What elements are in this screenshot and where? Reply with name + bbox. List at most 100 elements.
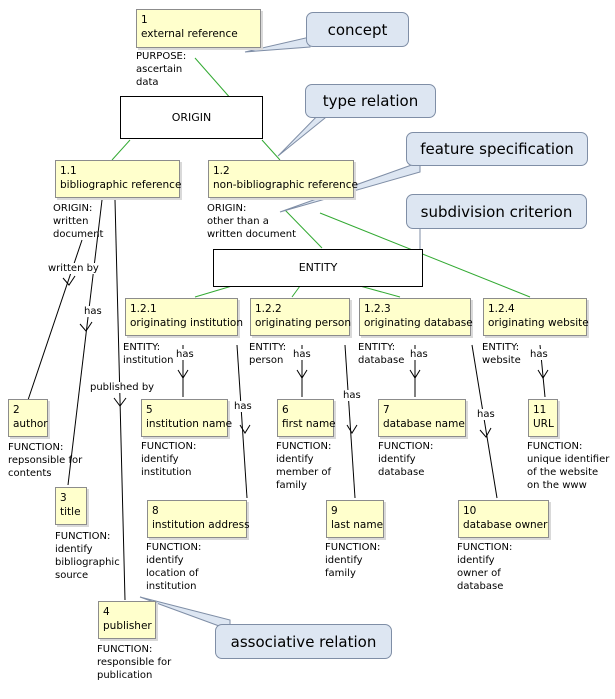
node-number: 1.2.4 bbox=[488, 303, 515, 315]
node-2: 2 author bbox=[8, 399, 48, 437]
node-note: FUNCTION: identify database bbox=[378, 441, 434, 478]
arrow-mark bbox=[296, 369, 308, 379]
callout-subdivision-criterion: subdivision criterion bbox=[406, 194, 587, 229]
node-note: FUNCTION: identify bibliographic source bbox=[55, 531, 120, 581]
callout-associative-relation: associative relation bbox=[215, 624, 392, 659]
node-note: FUNCTION: unique identifier of the websi… bbox=[527, 441, 610, 491]
node-number: 1.2.3 bbox=[364, 303, 391, 315]
node-label: originating website bbox=[488, 317, 589, 329]
node-label: bibliographic reference bbox=[60, 179, 182, 191]
node-5: 5 institution name bbox=[141, 399, 233, 437]
node-label: author bbox=[13, 418, 48, 430]
node-note: ORIGIN: written document bbox=[53, 203, 104, 240]
node-3: 3 title bbox=[55, 487, 87, 525]
relation-label: written by bbox=[47, 263, 100, 274]
callout-type-relation: type relation bbox=[305, 84, 436, 118]
node-11: 11 URL bbox=[528, 399, 558, 437]
node-1-2-1: 1.2.1 originating institution bbox=[125, 298, 243, 336]
node-note: FUNCTION: identify owner of database bbox=[457, 542, 513, 592]
node-label: external reference bbox=[141, 28, 238, 40]
node-9: 9 last name bbox=[326, 500, 384, 538]
node-label: originating person bbox=[255, 317, 352, 329]
relation-label: has bbox=[409, 349, 429, 360]
facet-origin: ORIGIN bbox=[120, 96, 263, 139]
node-label: last name bbox=[331, 519, 384, 531]
node-note: FUNCTION: responsible for publication bbox=[97, 644, 172, 681]
node-label: database owner bbox=[463, 519, 548, 531]
node-number: 2 bbox=[13, 404, 20, 416]
node-10: 10 database owner bbox=[458, 500, 549, 538]
arrow-mark bbox=[346, 424, 358, 434]
arrow-mark bbox=[177, 369, 189, 379]
node-8: 8 institution address bbox=[147, 500, 250, 538]
type-link bbox=[359, 285, 401, 298]
node-label: originating institution bbox=[130, 317, 243, 329]
node-1: 1 external reference bbox=[136, 9, 261, 48]
node-note: FUNCTION: identify family bbox=[325, 542, 381, 579]
node-label: URL bbox=[533, 418, 554, 430]
arrow-mark bbox=[113, 397, 127, 407]
node-label: originating database bbox=[364, 317, 473, 329]
node-number: 3 bbox=[60, 492, 67, 504]
node-1-2-3: 1.2.3 originating database bbox=[359, 298, 473, 336]
node-1-2: 1.2 non-bibliographic reference bbox=[208, 160, 358, 198]
type-link bbox=[194, 57, 233, 101]
relation-label: has bbox=[342, 390, 362, 401]
node-number: 1.2.2 bbox=[255, 303, 282, 315]
node-number: 9 bbox=[331, 505, 338, 517]
node-note: ENTITY: institution bbox=[123, 342, 174, 366]
type-link bbox=[194, 285, 233, 298]
type-link bbox=[261, 139, 281, 161]
callout-feature-specification: feature specification bbox=[406, 132, 588, 166]
node-label: title bbox=[60, 506, 81, 518]
node-number: 7 bbox=[383, 404, 390, 416]
node-number: 1.2 bbox=[213, 165, 230, 177]
node-note: ENTITY: database bbox=[358, 342, 405, 366]
node-number: 6 bbox=[282, 404, 289, 416]
node-label: first name bbox=[282, 418, 336, 430]
arrow-mark bbox=[62, 275, 76, 286]
node-label: publisher bbox=[103, 620, 152, 632]
relation-label: has bbox=[476, 409, 496, 420]
node-number: 1.2.1 bbox=[130, 303, 157, 315]
node-6: 6 first name bbox=[277, 399, 336, 437]
relation-label: has bbox=[83, 306, 103, 317]
node-note: ORIGIN: other than a written document bbox=[207, 203, 297, 240]
type-link bbox=[291, 285, 301, 298]
node-label: institution address bbox=[152, 519, 250, 531]
relation-label: has bbox=[233, 401, 253, 412]
node-number: 8 bbox=[152, 505, 159, 517]
node-note: PURPOSE: ascertain data bbox=[136, 51, 187, 88]
node-number: 4 bbox=[103, 606, 110, 618]
node-note: FUNCTION: repsonsible for contents bbox=[8, 442, 83, 479]
node-1-1: 1.1 bibliographic reference bbox=[55, 160, 182, 198]
assoc-link bbox=[471, 344, 498, 499]
node-7: 7 database name bbox=[378, 399, 466, 437]
relation-label: published by bbox=[89, 382, 156, 393]
relation-label: has bbox=[529, 349, 549, 360]
arrow-mark bbox=[79, 321, 93, 332]
node-number: 1 bbox=[141, 14, 148, 26]
node-1-2-4: 1.2.4 originating website bbox=[483, 298, 589, 336]
assoc-link bbox=[236, 344, 248, 499]
node-label: institution name bbox=[146, 418, 233, 430]
assoc-link bbox=[344, 344, 356, 499]
node-number: 1.1 bbox=[60, 165, 77, 177]
node-number: 11 bbox=[533, 404, 547, 416]
node-4: 4 publisher bbox=[98, 601, 156, 639]
node-note: FUNCTION: identify location of instituti… bbox=[146, 542, 202, 592]
arrow-mark bbox=[239, 424, 251, 434]
node-note: ENTITY: person bbox=[249, 342, 287, 366]
node-1-2-2: 1.2.2 originating person bbox=[250, 298, 352, 336]
arrow-mark bbox=[409, 369, 421, 379]
node-number: 5 bbox=[146, 404, 153, 416]
relation-label: has bbox=[175, 349, 195, 360]
facet-entity: ENTITY bbox=[213, 249, 423, 287]
node-note: FUNCTION: identify institution bbox=[141, 441, 197, 478]
callout-concept: concept bbox=[306, 12, 409, 47]
node-note: ENTITY: website bbox=[482, 342, 521, 366]
type-link bbox=[111, 139, 131, 161]
relation-label: has bbox=[292, 349, 312, 360]
node-label: non-bibliographic reference bbox=[213, 179, 358, 191]
node-label: database name bbox=[383, 418, 465, 430]
